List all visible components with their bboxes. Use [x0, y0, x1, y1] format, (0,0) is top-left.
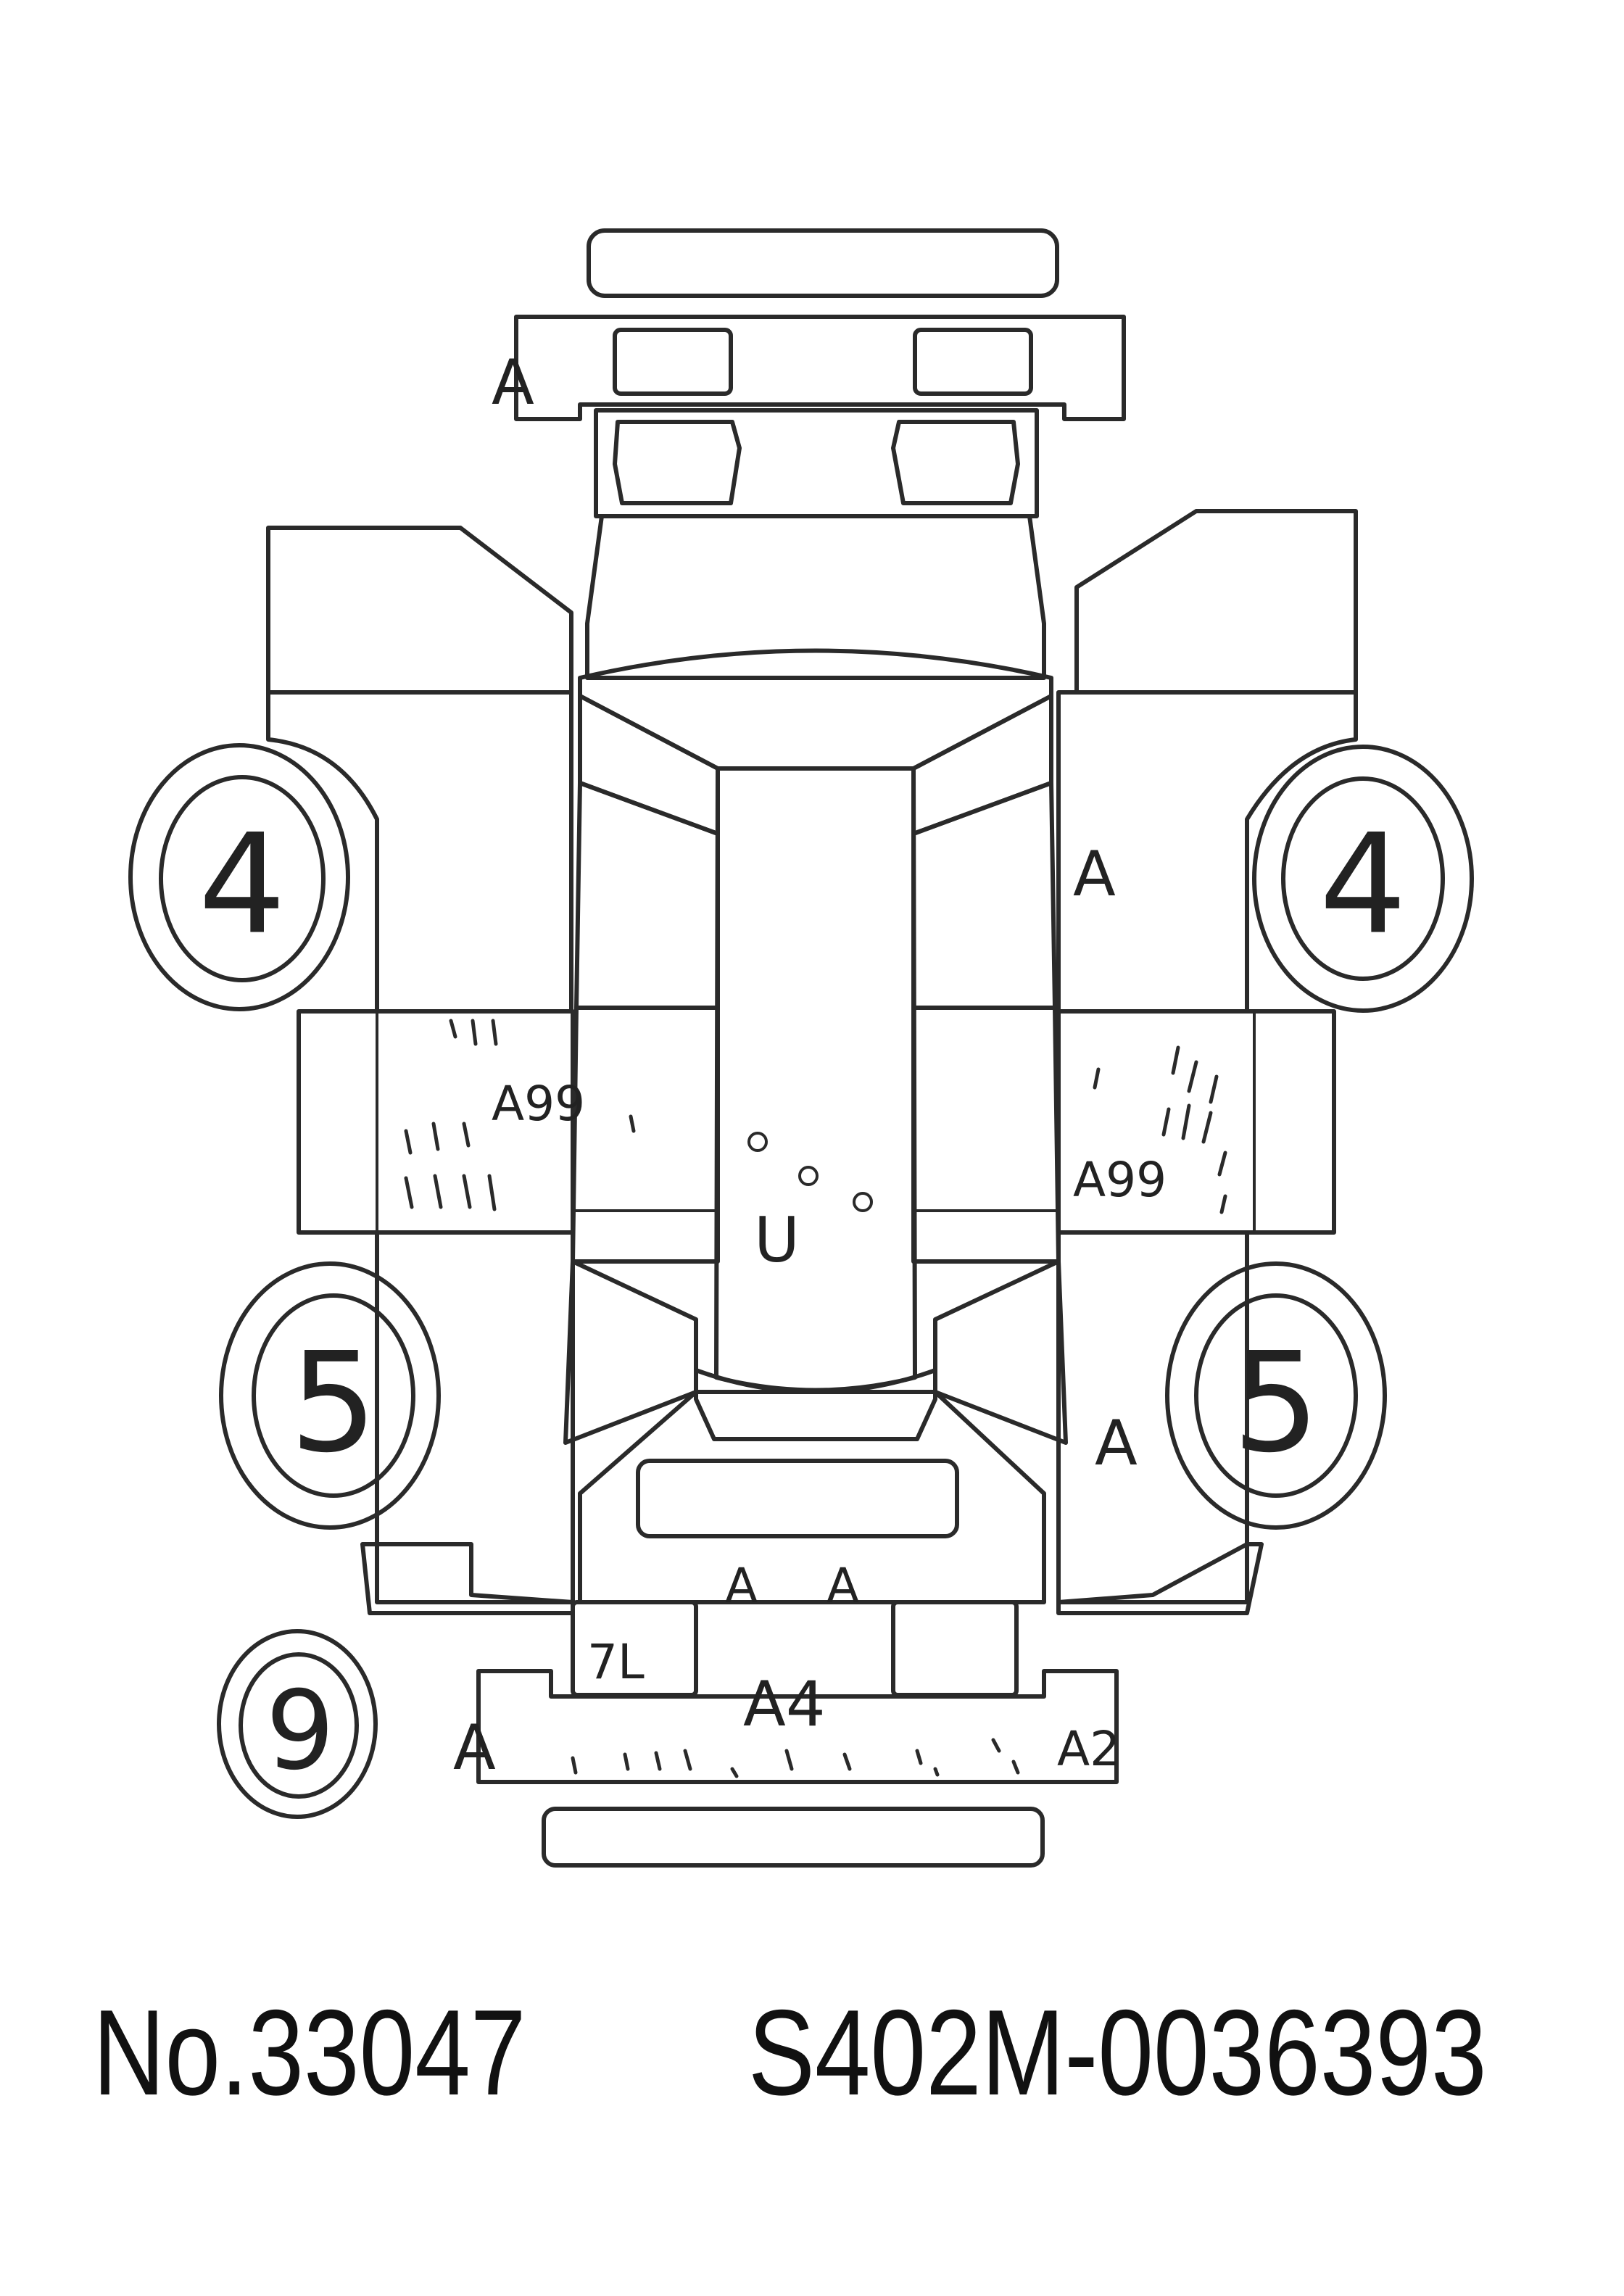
right-side — [1056, 509, 1358, 1615]
windshield — [578, 648, 1053, 771]
mark-right-front-fender: A — [1073, 838, 1116, 911]
roof — [714, 766, 917, 1393]
right-front-door — [1056, 1009, 1336, 1235]
hood — [585, 514, 1046, 680]
mark-rear-bumper-right: A2 — [1057, 1721, 1120, 1777]
front-section — [514, 228, 1126, 518]
left-side-rear-panel — [563, 1259, 698, 1445]
left-side-front-panel — [574, 781, 720, 1010]
right-side-front-panel — [911, 781, 1057, 1010]
right-side-middle-panel — [911, 1006, 1061, 1264]
tire-front-left-grade: 4 — [199, 805, 286, 965]
rear-section — [476, 1390, 1119, 1868]
chassis-number: S402M-0036393 — [748, 1984, 1487, 2121]
tire-front-right: 4 — [1252, 745, 1474, 1013]
tire-rear-right-grade: 5 — [1232, 1323, 1320, 1483]
front-lamp-bar — [587, 228, 1059, 298]
tire-rear-right: 5 — [1165, 1261, 1387, 1530]
right-side-rear-panel — [933, 1259, 1068, 1445]
left-mirror — [266, 526, 573, 695]
rear-lamp-bar — [542, 1807, 1045, 1868]
mark-right-rear-fender: A — [1095, 1407, 1138, 1480]
front-right-lamp — [913, 328, 1033, 396]
mark-left-front-door: A99 — [492, 1076, 585, 1132]
front-right-headlamp — [891, 420, 1020, 505]
mark-tailgate-left: A — [725, 1558, 758, 1614]
right-a-pillar — [911, 694, 1053, 836]
scratch-hatching-left-door — [404, 1019, 636, 1211]
mark-rear-lamp: 7L — [587, 1634, 645, 1690]
tailgate — [578, 1390, 1046, 1604]
mark-roof: U — [754, 1204, 800, 1277]
tire-front-left: 4 — [128, 743, 350, 1011]
mark-tailgate-right: A — [826, 1558, 859, 1614]
front-bumper — [514, 315, 1126, 421]
rear-plate-area — [636, 1459, 959, 1538]
left-front-fender — [266, 690, 573, 1014]
front-left-headlamp — [613, 420, 742, 505]
front-left-lamp — [613, 328, 733, 396]
mark-rear-bumper-left: A — [453, 1712, 496, 1784]
tire-front-right-grade: 4 — [1320, 805, 1407, 965]
mark-right-front-door: A99 — [1073, 1152, 1167, 1208]
right-rear-door — [1056, 1230, 1249, 1604]
rear-bumper — [476, 1669, 1119, 1784]
body-section — [563, 514, 1068, 1445]
mark-rear-bumper-center: A4 — [743, 1668, 826, 1741]
scratch-hatching-rear-bumper — [571, 1738, 1020, 1778]
left-side-middle-panel — [571, 1006, 720, 1264]
right-front-fender — [1056, 690, 1358, 1014]
tire-spare: 9 — [217, 1629, 378, 1819]
rear-glass — [694, 1368, 937, 1441]
right-rear-quarter — [1056, 1542, 1264, 1615]
scratch-hatching-right-door — [1093, 1045, 1227, 1214]
right-mirror — [1074, 509, 1358, 695]
left-a-pillar — [578, 694, 720, 836]
damage-marks: A A A99 A99 A A A 7L A A4 A2 U — [404, 347, 1227, 1784]
left-rear-door — [375, 1230, 575, 1604]
mark-front-bumper: A — [492, 347, 534, 419]
front-grille — [594, 408, 1039, 518]
tire-rear-left-grade: 5 — [290, 1323, 378, 1483]
rear-right-lamp — [891, 1600, 1019, 1697]
tire-spare-grade: 9 — [265, 1668, 334, 1794]
tire-rear-left: 5 — [219, 1261, 441, 1530]
lot-number: No.33047 — [93, 1984, 526, 2121]
